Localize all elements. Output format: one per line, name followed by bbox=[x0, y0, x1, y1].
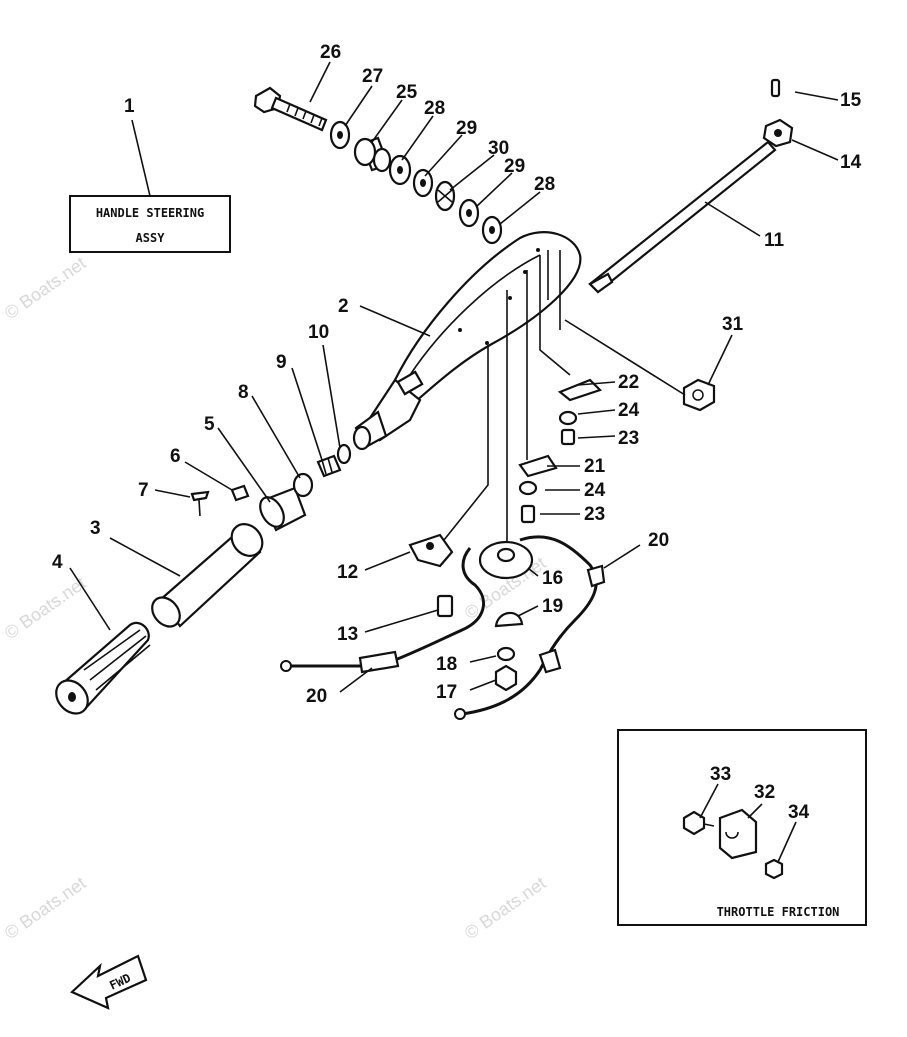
part-bolt-26 bbox=[253, 86, 328, 132]
callout-11: 11 bbox=[764, 230, 785, 251]
part-pin-15 bbox=[770, 78, 781, 98]
callout-2: 2 bbox=[338, 296, 349, 317]
callout-4: 4 bbox=[52, 552, 63, 573]
callout-8: 8 bbox=[238, 382, 249, 403]
part-throttle-tube-3 bbox=[151, 523, 264, 628]
part-steering-handle-2 bbox=[352, 231, 582, 451]
assembly-label-box: HANDLE STEERING ASSY bbox=[69, 119, 231, 253]
part-bracket-22 bbox=[557, 378, 603, 402]
part-bolt-33 bbox=[682, 810, 715, 836]
part-washer-10 bbox=[336, 443, 352, 465]
callout-34: 34 bbox=[788, 802, 810, 823]
part-wire-20 bbox=[280, 535, 606, 720]
callout-1: 1 bbox=[124, 96, 135, 117]
part-bracket-12 bbox=[408, 533, 454, 568]
callout-33: 33 bbox=[710, 764, 731, 785]
callout-16: 16 bbox=[542, 568, 563, 589]
part-clamp-32 bbox=[718, 808, 758, 860]
callout-6: 6 bbox=[170, 446, 181, 467]
callout-14: 14 bbox=[840, 152, 862, 173]
callout-10: 10 bbox=[308, 322, 329, 343]
callouts: 1 2 3 4 5 6 7 8 9 10 11 12 13 14 15 16 1… bbox=[52, 42, 862, 823]
part-nut-17 bbox=[494, 664, 518, 692]
fwd-arrow: FWD bbox=[70, 954, 148, 1010]
callout-20-right: 20 bbox=[648, 530, 669, 551]
assembly-label-line1: HANDLE STEERING bbox=[96, 206, 204, 220]
callout-3: 3 bbox=[90, 518, 101, 539]
callout-13: 13 bbox=[337, 624, 358, 645]
part-nut-34 bbox=[764, 858, 784, 880]
part-washer-8 bbox=[292, 472, 314, 498]
callout-23-lower: 23 bbox=[584, 504, 605, 525]
callout-29-lower: 29 bbox=[504, 156, 525, 177]
callout-21: 21 bbox=[584, 456, 606, 477]
watermark: © Boats.net bbox=[1, 573, 90, 643]
watermark: © Boats.net bbox=[461, 873, 550, 943]
assembly-lines bbox=[439, 250, 686, 546]
part-bolt-23 bbox=[520, 504, 536, 524]
callout-28-upper: 28 bbox=[424, 98, 445, 119]
part-washer-24 bbox=[518, 480, 538, 496]
callout-25: 25 bbox=[396, 82, 418, 103]
callout-5: 5 bbox=[204, 414, 215, 435]
callout-24-lower: 24 bbox=[584, 480, 606, 501]
watermark: © Boats.net bbox=[1, 253, 90, 323]
part-sleeve-5 bbox=[259, 486, 307, 532]
inset-label: THROTTLE FRICTION bbox=[717, 905, 840, 919]
part-shaft-11 bbox=[588, 140, 777, 294]
callout-32: 32 bbox=[754, 782, 775, 803]
callout-22: 22 bbox=[618, 372, 639, 393]
part-spring-9 bbox=[316, 454, 342, 478]
part-knob-19 bbox=[494, 611, 524, 628]
callout-26: 26 bbox=[320, 42, 341, 63]
part-washers-stack bbox=[329, 120, 503, 245]
part-bolt-13 bbox=[436, 594, 454, 618]
callout-9: 9 bbox=[276, 352, 287, 373]
callout-30: 30 bbox=[488, 138, 509, 159]
part-screw-7 bbox=[190, 490, 210, 517]
part-bolt-23 bbox=[560, 428, 576, 446]
assembly-label-line2: ASSY bbox=[136, 231, 166, 245]
callout-15: 15 bbox=[840, 90, 862, 111]
callout-29-upper: 29 bbox=[456, 118, 477, 139]
callout-27: 27 bbox=[362, 66, 383, 87]
callout-17: 17 bbox=[436, 682, 457, 703]
leader-lines bbox=[69, 61, 839, 863]
part-bracket-21 bbox=[518, 454, 558, 478]
part-screw-6 bbox=[230, 484, 250, 502]
watermark: © Boats.net bbox=[1, 873, 90, 943]
callout-23-upper: 23 bbox=[618, 428, 639, 449]
callout-31: 31 bbox=[722, 314, 744, 335]
inset-throttle-friction: THROTTLE FRICTION bbox=[617, 729, 867, 926]
part-washer-24 bbox=[558, 410, 578, 426]
part-washer-18 bbox=[496, 646, 516, 662]
part-switch-16 bbox=[478, 540, 534, 580]
part-nut-14 bbox=[762, 118, 794, 148]
callout-20-left: 20 bbox=[306, 686, 327, 707]
part-grip-4 bbox=[55, 621, 151, 715]
callout-28-lower: 28 bbox=[534, 174, 555, 195]
callout-12: 12 bbox=[337, 562, 358, 583]
callout-24-upper: 24 bbox=[618, 400, 640, 421]
part-nut-31 bbox=[682, 378, 716, 412]
callout-19: 19 bbox=[542, 596, 563, 617]
callout-18: 18 bbox=[436, 654, 457, 675]
callout-7: 7 bbox=[138, 480, 149, 501]
